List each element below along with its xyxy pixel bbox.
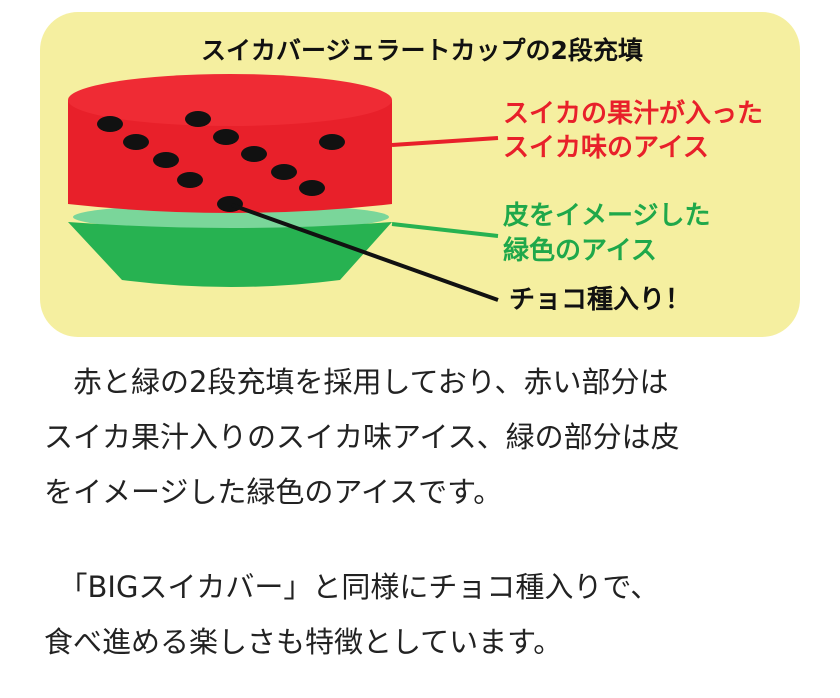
- chocolate-seeds: [97, 111, 345, 212]
- diagram-figure: スイカバージェラートカップの2段充填 スイカの果汁が入った スイカ味のアイス: [40, 12, 800, 337]
- choco-seed-label: チョコ種入り！: [509, 285, 691, 315]
- seed: [319, 134, 345, 150]
- red-layer-top: [68, 74, 392, 126]
- green-leader-line: [391, 222, 499, 238]
- choco-leader-line: [231, 203, 499, 302]
- red-leader-line: [391, 136, 499, 147]
- description-paragraph-1: 赤と緑の2段充填を採用しており、赤い部分は スイカ果汁入りのスイカ味アイス、緑の…: [44, 355, 804, 520]
- paragraph-line: スイカ果汁入りのスイカ味アイス、緑の部分は皮: [44, 420, 680, 454]
- seed: [299, 180, 325, 196]
- diagram-title: スイカバージェラートカップの2段充填: [201, 36, 643, 65]
- seed: [123, 134, 149, 150]
- seed: [185, 111, 211, 127]
- paragraph-line: 赤と緑の2段充填を採用しており、赤い部分は: [44, 365, 669, 399]
- description-paragraph-2: 「BIGスイカバー」と同様にチョコ種入りで、 食べ進める楽しさも特徴としています…: [44, 560, 804, 670]
- green-layer-label-line2: 緑色のアイス: [503, 235, 657, 266]
- green-layer-label-line1: 皮をイメージした: [503, 201, 710, 231]
- red-layer-label-line2: スイカ味のアイス: [503, 133, 709, 163]
- paragraph-line: 「BIGスイカバー」と同様にチョコ種入りで、: [44, 570, 660, 604]
- paragraph-line: をイメージした緑色のアイスです。: [44, 475, 503, 509]
- seed: [177, 172, 203, 188]
- seed: [241, 146, 267, 162]
- seed: [271, 164, 297, 180]
- paragraph-line: 食べ進める楽しさも特徴としています。: [44, 625, 563, 659]
- green-layer-bowl: [68, 222, 392, 287]
- seed: [153, 152, 179, 168]
- seed: [97, 116, 123, 132]
- red-layer-label-line1: スイカの果汁が入った: [503, 98, 763, 129]
- seed: [213, 129, 239, 145]
